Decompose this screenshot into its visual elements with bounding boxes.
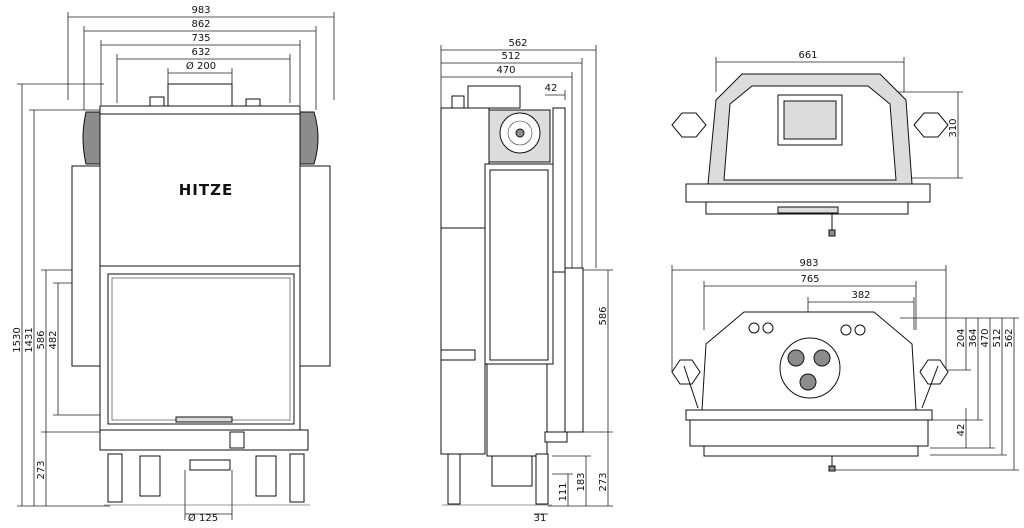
bottom-body (671, 311, 949, 472)
side-body (440, 85, 584, 506)
side-dim-470: 470 (496, 65, 515, 76)
front-dim-flue: Ø 200 (186, 60, 216, 72)
front-dim-983: 983 (191, 5, 210, 16)
top-dimension-lines (715, 57, 963, 179)
bottom-view: 983 765 382 204 364 470 512 562 42 (671, 258, 1019, 472)
top-dim-661: 661 (798, 50, 817, 61)
top-view: 661 310 (671, 50, 963, 237)
front-dim-586: 586 (36, 330, 47, 349)
side-dim-273: 273 (598, 472, 609, 491)
front-dim-632: 632 (191, 47, 210, 58)
bottom-dimension-lines (671, 265, 1019, 471)
bottom-dim-364: 364 (968, 328, 979, 347)
bottom-dim-512: 512 (992, 328, 1003, 347)
front-dim-735: 735 (191, 33, 210, 44)
side-dim-512: 512 (501, 51, 520, 62)
front-dim-1530: 1530 (12, 327, 23, 352)
bottom-dim-204: 204 (956, 328, 967, 347)
front-dim-273: 273 (36, 460, 47, 479)
side-dim-562: 562 (508, 38, 527, 49)
front-body (71, 83, 331, 506)
top-body (671, 73, 949, 237)
bottom-dim-382: 382 (851, 290, 870, 301)
bottom-dim-562: 562 (1004, 328, 1015, 347)
front-view: 983 862 735 632 Ø 200 1530 1431 586 482 … (12, 5, 335, 524)
front-dim-862: 862 (191, 19, 210, 30)
top-dim-310: 310 (948, 118, 959, 137)
side-dim-586: 586 (598, 306, 609, 325)
bottom-dim-470: 470 (980, 328, 991, 347)
bottom-dim-42: 42 (956, 424, 967, 437)
bottom-dim-765: 765 (800, 274, 819, 285)
side-view: 562 512 470 42 586 273 183 111 31 (440, 38, 613, 524)
bottom-dim-983: 983 (799, 258, 818, 269)
front-dim-inlet: Ø 125 (188, 512, 218, 524)
side-dim-183: 183 (576, 472, 587, 491)
side-dim-31: 31 (534, 513, 547, 524)
front-dim-482: 482 (48, 330, 59, 349)
front-dim-1431: 1431 (24, 327, 35, 352)
side-dim-111: 111 (558, 482, 569, 501)
front-logo: HITZE (179, 181, 234, 199)
side-dim-42: 42 (545, 83, 558, 94)
